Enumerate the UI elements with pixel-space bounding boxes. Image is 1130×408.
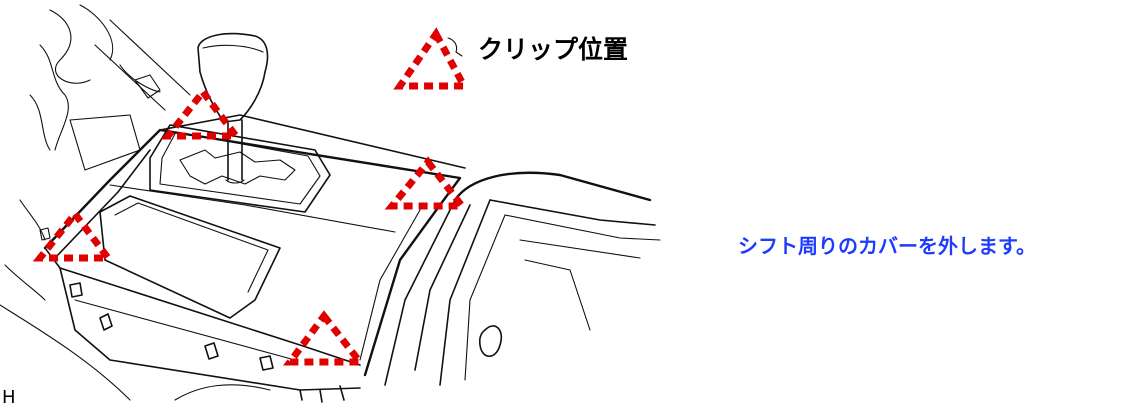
clip-position-label: クリップ位置 <box>478 35 629 64</box>
clip-marker-shift-top <box>160 86 243 140</box>
dashboard-trim-lines <box>0 4 271 401</box>
corner-mark: H <box>2 387 16 408</box>
console-panel <box>43 114 466 403</box>
instruction-caption: シフト周りのカバーを外します。 <box>738 234 1036 258</box>
console-bin <box>359 171 661 386</box>
clip-marker-bottom <box>283 310 368 366</box>
clip-marker-legend <box>393 27 470 90</box>
clip-marker-right <box>384 156 470 210</box>
console-diagram <box>0 4 661 403</box>
clip-marker-left <box>32 208 115 262</box>
clip-markers <box>32 27 470 366</box>
legend-pointer-icon <box>447 37 463 57</box>
shift-knob <box>197 32 269 184</box>
